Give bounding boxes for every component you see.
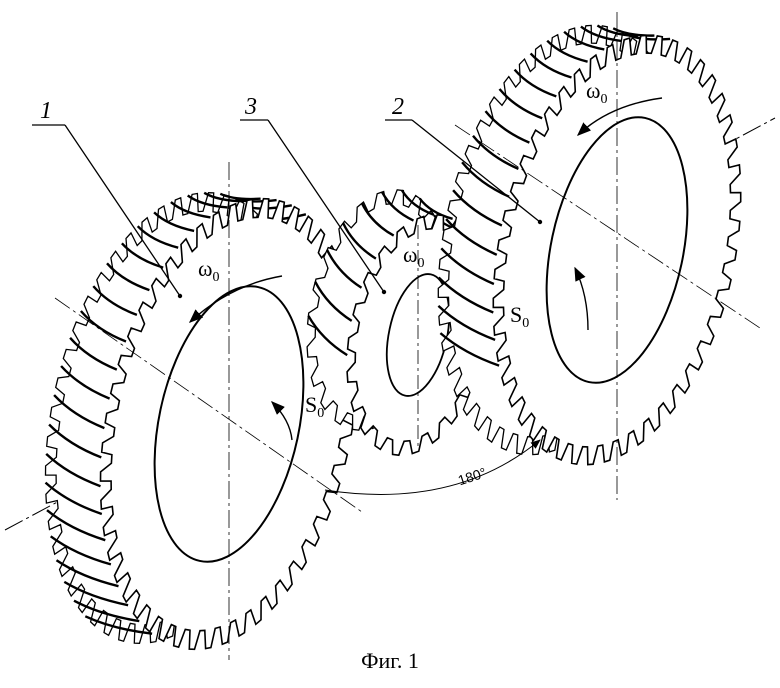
helical-tooth-line <box>69 337 118 371</box>
angle-label: 180° <box>456 464 488 488</box>
helical-tooth-line <box>498 88 543 120</box>
omega-subscript: 0 <box>212 270 219 285</box>
helical-tooth-line <box>79 310 127 343</box>
helical-tooth-line <box>546 39 588 63</box>
gear-1-hub-circle <box>153 285 305 563</box>
helical-tooth-line <box>49 535 112 566</box>
helical-tooth-line <box>170 201 211 219</box>
gear-2-hub-circle <box>545 116 689 384</box>
helical-tooth-line <box>612 27 655 37</box>
feed-label-gear-1: S0 <box>305 392 324 421</box>
feed-label-gear-2: S0 <box>510 302 529 331</box>
omega-label-gear-3: ω0 <box>403 242 424 271</box>
helical-tooth-line <box>60 365 111 400</box>
feed-subscript: 0 <box>522 316 529 331</box>
gear-3 <box>306 189 490 457</box>
gear-2-feed-arrow <box>574 266 589 331</box>
helical-tooth-line <box>55 559 119 588</box>
gear-1-feed-arrow <box>271 401 293 441</box>
feed-symbol: S <box>305 392 317 417</box>
helical-tooth-line <box>484 110 530 144</box>
gear-1-diagonal-axis <box>54 297 363 513</box>
omega-label-gear-1: ω0 <box>198 256 219 285</box>
helical-tooth-line <box>418 197 453 220</box>
helical-tooth-line <box>186 194 228 209</box>
omega-symbol: ω <box>586 78 600 103</box>
gear-2-diagonal-axis <box>454 124 761 329</box>
angle-180-arc <box>324 439 541 495</box>
helical-tooth-line <box>380 191 415 222</box>
helical-tooth-line <box>452 189 503 227</box>
helical-tooth-line <box>53 394 105 430</box>
helical-tooth-line <box>563 30 605 51</box>
helical-tooth-line <box>44 481 103 516</box>
label-part-2: 2 <box>392 94 404 120</box>
helical-tooth-line <box>529 52 572 79</box>
helical-tooth-line <box>45 453 101 488</box>
helical-tooth-line <box>437 305 496 342</box>
helical-tooth-line <box>46 509 106 542</box>
leader-line-2-pointer <box>411 119 541 223</box>
helical-tooth-line <box>439 332 500 367</box>
helical-tooth-line <box>136 225 179 249</box>
feed-subscript: 0 <box>317 406 324 421</box>
helical-tooth-line <box>73 599 140 623</box>
helical-tooth-line <box>106 262 150 292</box>
helical-tooth-line <box>513 68 557 98</box>
helical-tooth-line <box>48 423 102 459</box>
leader-dot-3 <box>381 289 387 295</box>
helical-tooth-line <box>440 247 495 286</box>
helical-tooth-line <box>360 202 395 237</box>
gear-2 <box>437 12 761 500</box>
leader-line-1-pointer <box>64 124 181 297</box>
helical-tooth-line <box>84 615 153 635</box>
helical-tooth-line <box>445 218 498 256</box>
label-part-3: 3 <box>244 94 257 120</box>
feed-symbol: S <box>510 302 522 327</box>
helical-tooth-line <box>92 285 138 317</box>
helical-tooth-line <box>326 249 363 289</box>
omega-subscript: 0 <box>417 256 424 271</box>
leader-dot-1 <box>177 293 183 299</box>
leader-line-3-pointer <box>267 119 385 293</box>
helical-tooth-line <box>400 189 435 216</box>
omega-symbol: ω <box>403 242 417 267</box>
helical-tooth-line <box>121 242 164 269</box>
leader-dot-2 <box>537 219 543 225</box>
omega-label-gear-2: ω0 <box>586 78 607 107</box>
helical-tooth-line <box>461 161 510 198</box>
figure-caption: Фиг. 1 <box>361 648 419 673</box>
helical-tooth-line <box>437 276 494 314</box>
helical-tooth-line <box>153 211 195 233</box>
gear-2-omega-arrow <box>576 97 663 136</box>
omega-subscript: 0 <box>600 92 607 107</box>
helical-tooth-line <box>580 25 622 43</box>
gear-1-omega-arrow <box>188 275 283 323</box>
helical-tooth-line <box>249 204 293 210</box>
helical-tooth-line <box>472 134 519 170</box>
label-part-1: 1 <box>40 98 52 124</box>
helical-tooth-line <box>307 315 348 357</box>
helical-tooth-line <box>314 281 353 322</box>
helical-tooth-line <box>342 222 377 260</box>
gear-1 <box>44 162 363 660</box>
omega-symbol: ω <box>198 256 212 281</box>
helical-tooth-line <box>63 580 129 607</box>
